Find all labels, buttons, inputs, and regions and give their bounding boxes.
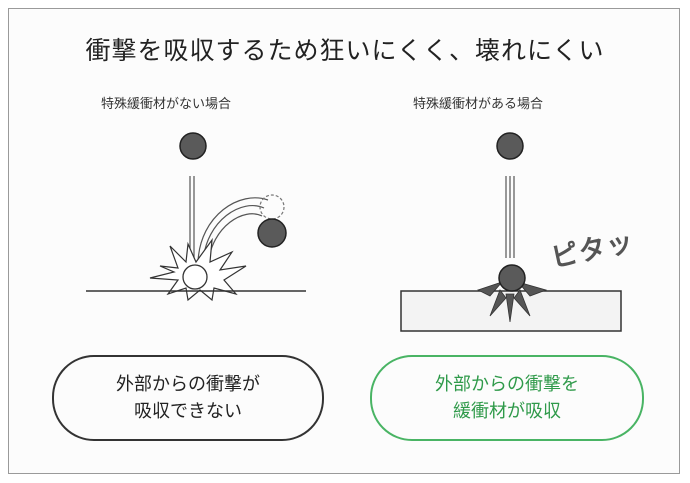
- left-caption-line2: 吸収できない: [134, 401, 242, 422]
- left-caption-pill: 外部からの衝撃が 吸収できない: [52, 355, 324, 441]
- absorb-arrows: [476, 281, 548, 323]
- left-bounce-arc: [207, 213, 263, 265]
- right-subtitle: 特殊緩衝材がある場合: [412, 97, 543, 112]
- left-ball-bounced: [257, 218, 287, 248]
- right-caption-pill: 外部からの衝撃を 緩衝材が吸収: [370, 355, 644, 441]
- left-ball-impact: [182, 264, 208, 290]
- left-illustration: [86, 132, 306, 302]
- left-ball-top: [179, 132, 207, 160]
- diagram-frame: [8, 8, 680, 474]
- left-bounce-arc: [197, 197, 269, 263]
- page-title: 衝撃を吸収するため狂いにくく、壊れにくい: [85, 36, 605, 65]
- left-ball-blur: [259, 194, 285, 220]
- right-ball-landed: [498, 264, 526, 292]
- left-subtitle: 特殊緩衝材がない場合: [100, 97, 231, 112]
- right-ball-top: [496, 132, 524, 160]
- left-caption-line1: 外部からの衝撃が: [116, 374, 260, 395]
- right-caption-line2: 緩衝材が吸収: [453, 401, 561, 422]
- right-illustration: [400, 132, 622, 332]
- right-caption-line1: 外部からの衝撃を: [435, 374, 579, 395]
